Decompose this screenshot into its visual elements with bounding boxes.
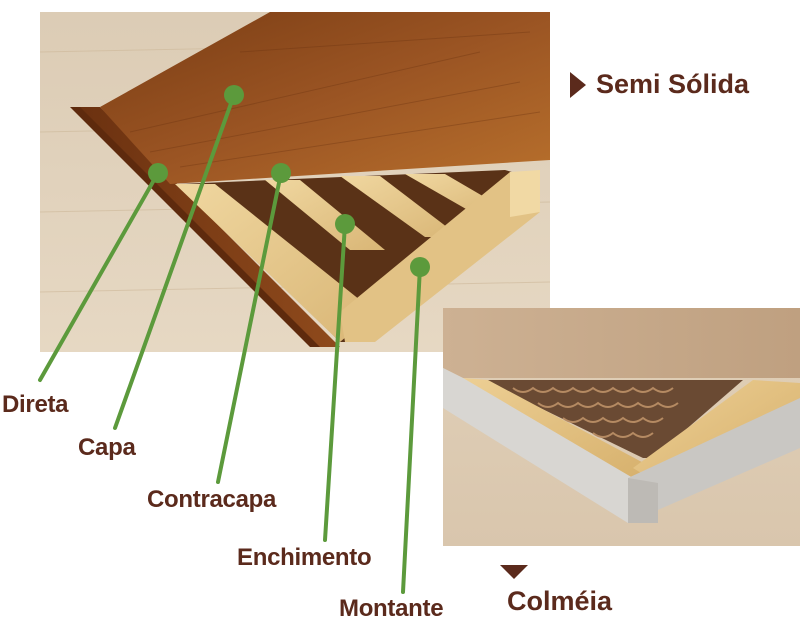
title-semi-solida-text: Semi Sólida xyxy=(596,69,750,99)
label-contracapa: Contracapa xyxy=(147,486,277,513)
label-enchimento: Enchimento xyxy=(237,544,372,571)
title-colmeia: Colméia xyxy=(507,586,612,617)
label-capa: Capa xyxy=(78,434,136,461)
label-direta: Direta xyxy=(2,391,69,418)
title-semi-solida: Semi Sólida xyxy=(570,69,749,100)
honeycomb-door-photo xyxy=(443,308,800,546)
semi-solid-door-photo xyxy=(40,12,550,352)
triangle-down-icon xyxy=(500,565,528,579)
title-colmeia-text: Colméia xyxy=(507,586,613,616)
triangle-right-icon xyxy=(570,71,586,98)
label-montante: Montante xyxy=(339,595,444,622)
